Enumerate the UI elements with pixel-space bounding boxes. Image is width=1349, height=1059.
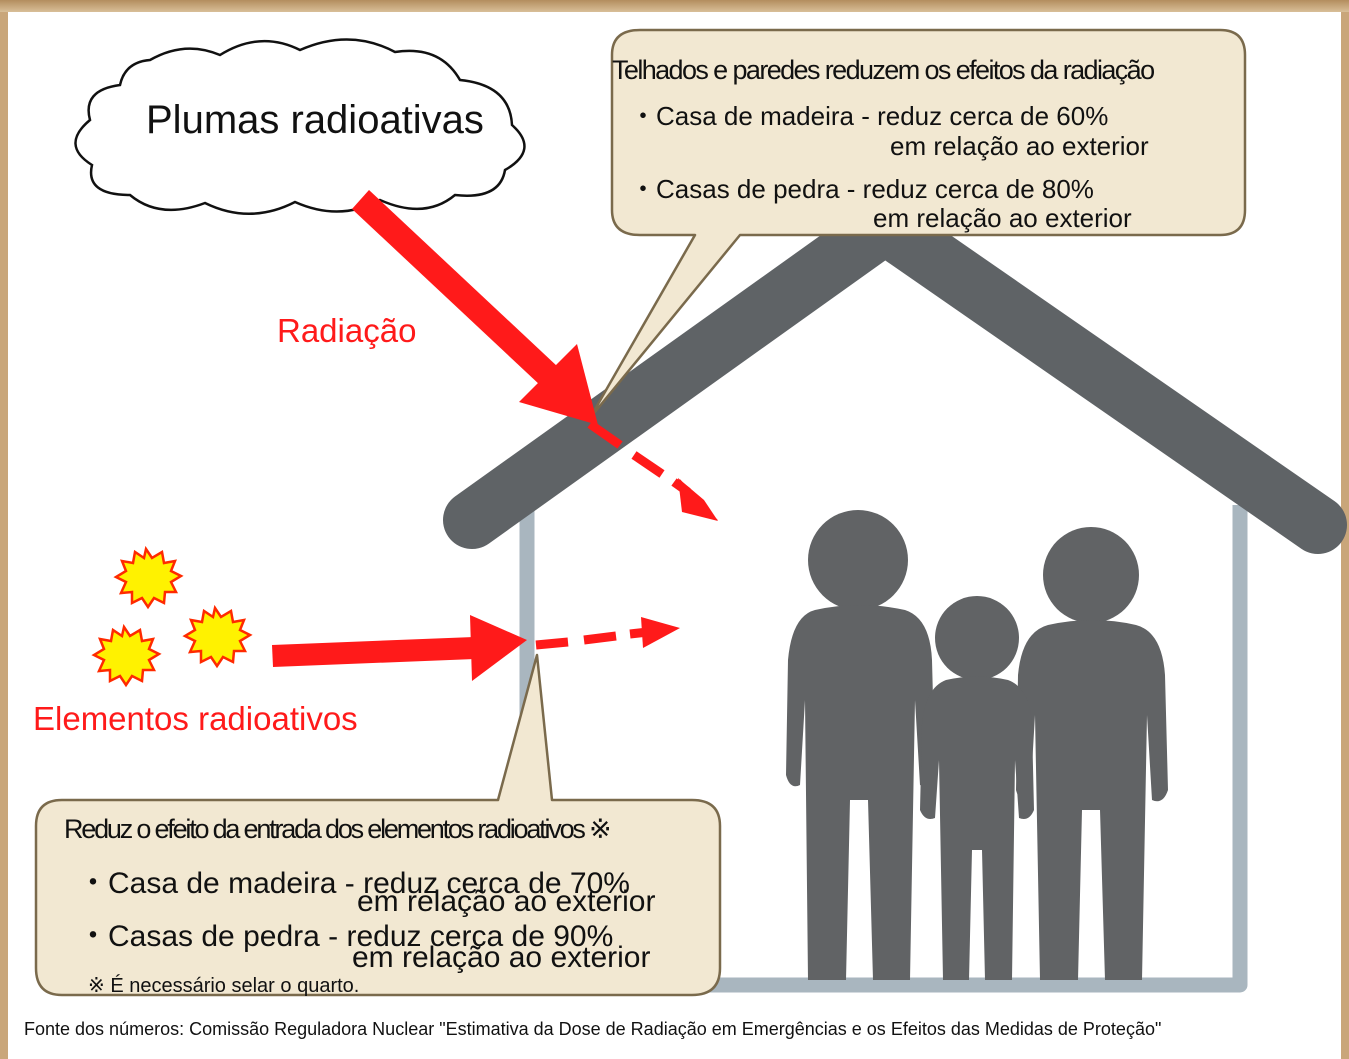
entry-callout-line: em relação ao exterior (357, 885, 656, 918)
child-person-icon (920, 596, 1034, 980)
roof-callout-line: ・Casas de pedra - reduz cerca de 80% (630, 174, 1094, 204)
elements-label: Elementos radioativos (33, 700, 358, 737)
burst-left (91, 623, 162, 688)
burst-right (182, 604, 253, 669)
roof-callout-line: em relação ao exterior (890, 131, 1149, 161)
adult-right-person-icon (1016, 527, 1168, 980)
elements-arrow-shaft (272, 637, 475, 667)
adult-left-person-icon (786, 510, 935, 980)
entry-callout-title: Reduz o efeito da entrada dos elementos … (64, 814, 612, 844)
elements-dashed-arrow (535, 627, 649, 650)
plumes-label: Plumas radioativas (146, 98, 484, 142)
entry-callout-note: ※ É necessário selar o quarto. (88, 975, 360, 997)
elements-dashed-arrow-head (641, 617, 680, 648)
entry-callout-bubble-outline (34, 653, 722, 997)
source-note: Fonte dos números: Comissão Reguladora N… (24, 1019, 1162, 1039)
radiation-arrow (352, 190, 598, 425)
elements-arrow (272, 615, 527, 681)
roof-callout-line: ・Casa de madeira - reduz cerca de 60% (630, 101, 1109, 131)
roof-callout-bubble (588, 28, 1247, 420)
elements-arrow-head (470, 615, 527, 681)
radiation-arrow-shaft (352, 190, 558, 386)
cloud-shape (74, 38, 526, 215)
frame-top-border (0, 0, 1349, 12)
family-icon (786, 510, 1168, 980)
burst-top (113, 545, 184, 610)
radiation-label: Radiação (277, 312, 417, 349)
entry-callout-line: em relação ao exterior (352, 941, 651, 974)
house-roof (443, 196, 1347, 554)
roof-callout-title: Telhados e paredes reduzem os efeitos da… (612, 55, 1155, 85)
roof-callout-line: em relação ao exterior (873, 203, 1132, 233)
entry-callout-line: ・Casa de madeira - reduz cerca de 70% (78, 867, 630, 900)
radioactive-burst-icon (91, 545, 253, 688)
radiation-arrow-head (519, 344, 598, 425)
entry-callout-line: ・Casas de pedra - reduz cerca de 90% (78, 920, 614, 953)
